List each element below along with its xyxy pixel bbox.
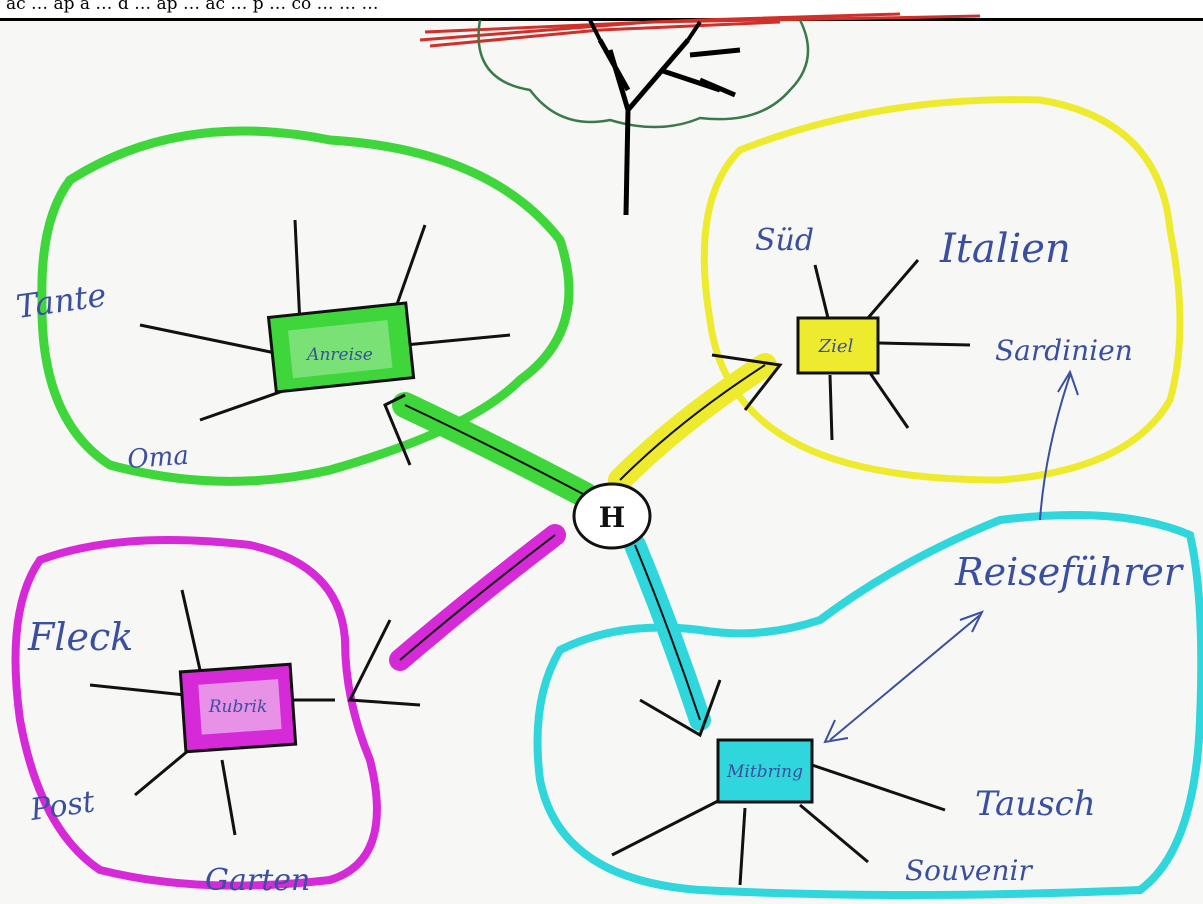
- tree-icon: [477, 19, 810, 216]
- leaf-garten: Garten: [205, 863, 310, 898]
- ziel-box: [796, 316, 880, 375]
- anreise-label: Anreise: [305, 345, 373, 365]
- rubrik-region: [11, 536, 381, 890]
- center-node: [572, 482, 652, 550]
- leaf-souvenir: Souvenir: [905, 854, 1033, 887]
- ziel-label: Ziel: [818, 336, 854, 357]
- leaf-italien: Italien: [939, 226, 1071, 272]
- center-label: H: [599, 501, 625, 534]
- leaf-oma: Oma: [126, 441, 189, 475]
- rubrik-box: [178, 662, 298, 754]
- rubrik-spokes: [89, 589, 335, 836]
- leaf-tausch: Tausch: [975, 784, 1096, 824]
- leaf-tante: Tante: [14, 276, 109, 326]
- top-banner: ac … ap a … d … ap … ac … p … co … … …: [0, 0, 1203, 21]
- ziel-region: [700, 96, 1184, 484]
- leaf-fleck: Fleck: [27, 615, 133, 659]
- header-text: ac … ap a … d … ap … ac … p … co … … …: [6, 0, 379, 14]
- rubrik-label: Rubrik: [208, 697, 268, 717]
- branch-arrow-ziel: [608, 353, 783, 492]
- red-scribble: [419, 12, 981, 48]
- branch-arrow-mitbringsel: [624, 534, 722, 738]
- anreise-box: [266, 301, 416, 394]
- leaf-sardinien: Sardinien: [995, 334, 1133, 367]
- anreise-region: [37, 126, 574, 486]
- ziel-spokes: [813, 259, 971, 441]
- mitbringsel-region: [533, 511, 1203, 899]
- mitbringsel-label: Mitbring: [726, 762, 803, 782]
- branch-arrow-rubrik: [347, 524, 566, 707]
- reisefuehrer-arrows: [823, 369, 1079, 744]
- branch-arrow-anreise: [383, 392, 598, 508]
- mitbringsel-spokes: [611, 763, 946, 886]
- leaf-reisefuehrer: Reiseführer: [954, 550, 1185, 594]
- leaf-sued: Süd: [755, 223, 814, 258]
- mitbringsel-box: [716, 738, 814, 804]
